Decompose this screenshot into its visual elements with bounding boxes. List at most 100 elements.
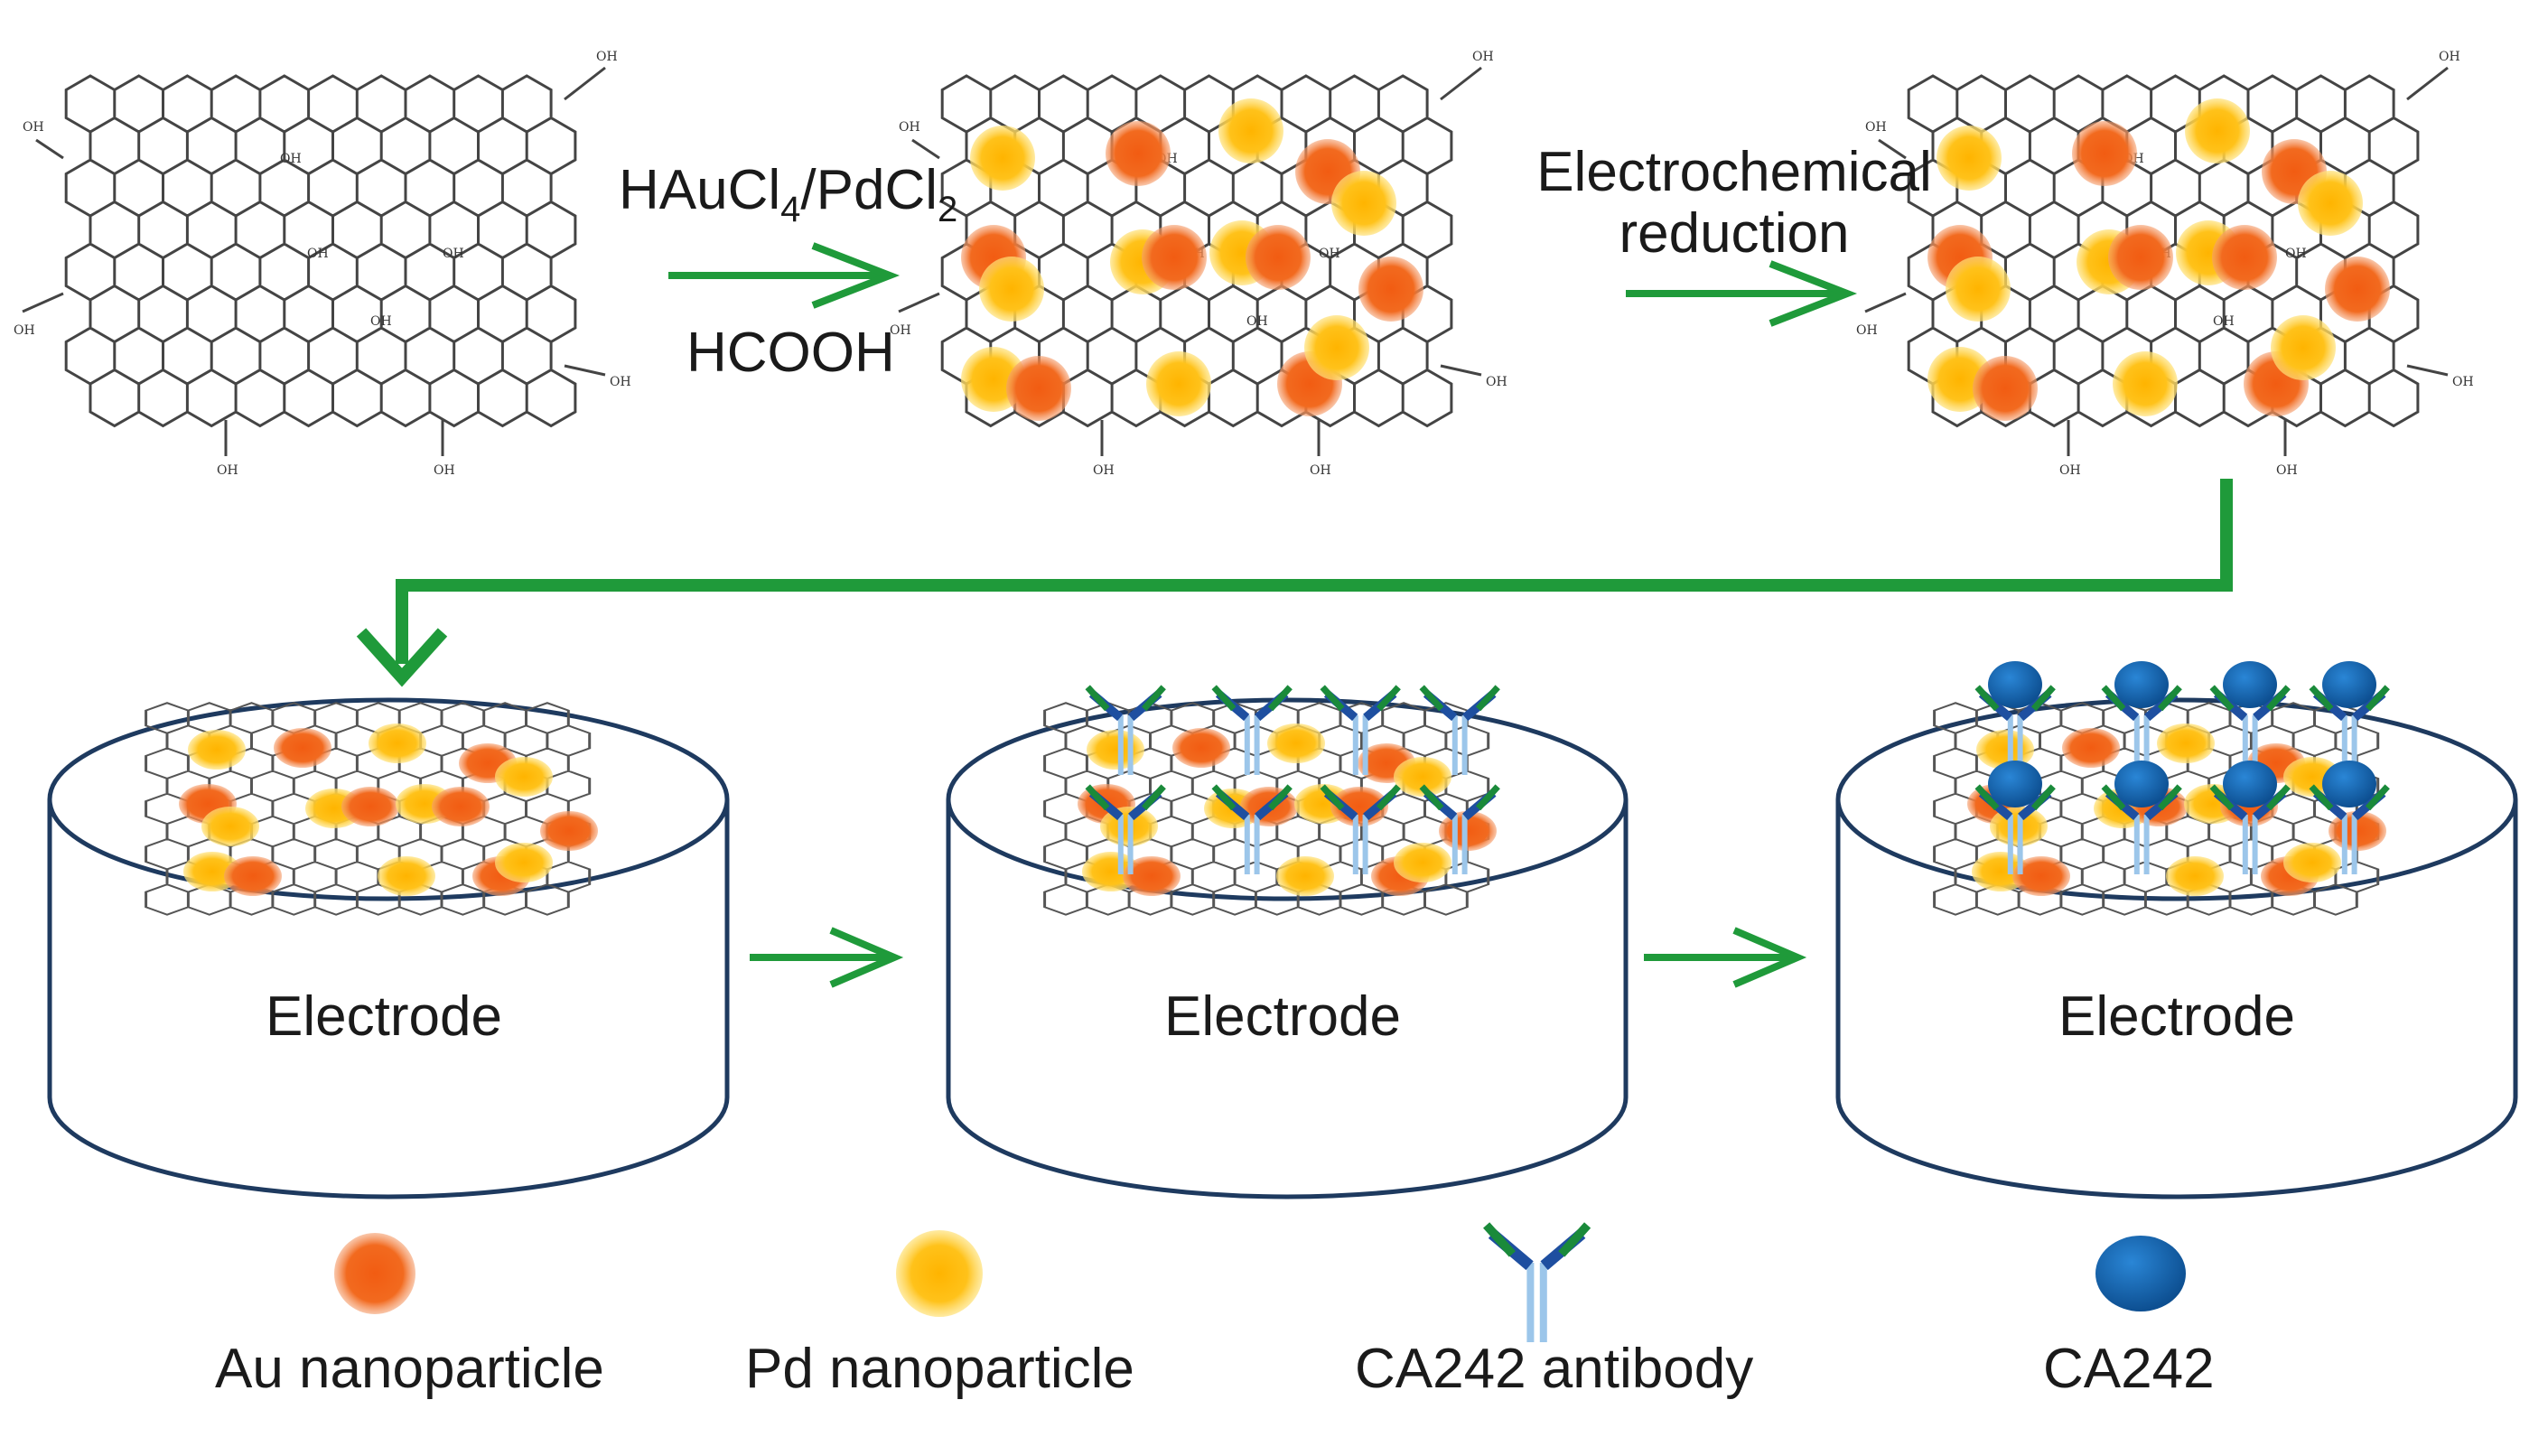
honeycomb-lattice <box>145 702 592 916</box>
au-nanoparticle <box>1246 225 1311 290</box>
functional-group-bond <box>564 66 606 101</box>
arrow-step1 <box>668 242 901 309</box>
pd-nanoparticle <box>201 807 259 846</box>
functional-group-bond <box>2406 364 2449 377</box>
antibody <box>2209 685 2291 775</box>
antibody-arm <box>2209 685 2235 712</box>
antibody-arm <box>1320 685 1345 712</box>
electrode-body <box>47 799 730 1199</box>
au-nanoparticle <box>1330 787 1388 826</box>
legend-antibody-label: CA242 antibody <box>1355 1338 1754 1400</box>
oh-group-label: OH <box>217 463 238 478</box>
reducer-label: HCOOH <box>686 322 895 384</box>
antibody-arm <box>2157 685 2182 712</box>
oh-group-label: OH <box>1472 50 1494 64</box>
ca242-antigen <box>2322 661 2376 708</box>
oh-group-label: OH <box>899 120 920 135</box>
au-nanoparticle <box>432 787 490 826</box>
antibody <box>2309 784 2390 874</box>
pd-nanoparticle <box>2157 723 2215 763</box>
antibody-arm <box>1141 685 1166 712</box>
antibody-arm <box>1376 685 1401 712</box>
functional-group-bond <box>1864 292 1907 313</box>
pd-nanoparticle <box>1394 843 1451 882</box>
antibody-arm <box>1085 685 1110 712</box>
functional-group-bond <box>1440 66 1482 101</box>
electrode-lattice <box>145 702 592 916</box>
antibody-stem <box>2252 815 2258 874</box>
antibody-arm <box>1475 784 1500 811</box>
au-nanoparticle-icon <box>334 1233 415 1314</box>
antibody-stem <box>1352 715 1358 775</box>
au-nanoparticle <box>540 811 598 851</box>
ca242-antigen <box>1988 761 2042 807</box>
antibody <box>1320 784 1401 874</box>
antibody-stem <box>2017 815 2023 874</box>
au-nanoparticle <box>1358 257 1423 322</box>
functional-group-bond <box>35 138 64 160</box>
electrode-body <box>1835 799 2518 1199</box>
pd-nanoparticle <box>188 730 246 770</box>
antibody-stem <box>2242 715 2248 775</box>
pd-nanoparticle <box>1937 126 2002 191</box>
oh-group-label: OH <box>596 50 618 64</box>
antibody-stem <box>2351 815 2357 874</box>
antibody-arm <box>1974 685 2000 712</box>
antibody-stem <box>2007 715 2013 775</box>
ca242-antigen <box>2114 761 2169 807</box>
antibody-stem <box>2017 715 2023 775</box>
honeycomb-lattice <box>1043 702 1490 916</box>
oh-group-label: OH <box>1246 314 1268 329</box>
antibody-arm <box>1483 1222 1516 1257</box>
antibody-stem <box>2133 815 2140 874</box>
antibody-arm <box>1320 784 1345 811</box>
antibody-stem <box>1117 715 1124 775</box>
oh-group-label: OH <box>23 120 44 135</box>
legend-au-label: Au nanoparticle <box>215 1338 604 1400</box>
oh-group-label: OH <box>2452 375 2474 389</box>
functional-group-bond <box>2406 66 2449 101</box>
antibody <box>1974 784 2056 874</box>
au-nanoparticle <box>1123 856 1181 896</box>
step2-line2: reduction <box>1619 202 1850 265</box>
antibody-stem <box>2242 815 2248 874</box>
antibody-stem <box>1539 1263 1547 1342</box>
pd-nanoparticle <box>2283 843 2341 882</box>
oh-group-label: OH <box>443 247 464 261</box>
ca242-antigen <box>2322 761 2376 807</box>
antibody-arm <box>1475 685 1500 712</box>
antibody-arm <box>1211 784 1237 811</box>
pd-nanoparticle <box>1394 757 1451 797</box>
pd-nanoparticle <box>2271 315 2336 380</box>
antibody-arm <box>1558 1222 1591 1257</box>
antibody-arm <box>1376 784 1401 811</box>
au-nanoparticle <box>2062 728 2120 768</box>
pd-nanoparticle <box>495 757 553 797</box>
oh-group-label: OH <box>2439 50 2460 64</box>
functional-group-bond <box>1878 138 1907 160</box>
oh-group-label: OH <box>1319 247 1340 261</box>
legend-pd-label: Pd nanoparticle <box>745 1338 1134 1400</box>
electrode-1 <box>47 697 730 1199</box>
pd-nanoparticle <box>369 723 426 763</box>
antibody-arm <box>1267 685 1293 712</box>
antibody-stem <box>1127 715 1134 775</box>
oh-group-label: OH <box>2276 463 2298 478</box>
antibody <box>1085 685 1166 775</box>
pd-nanoparticle <box>495 843 553 882</box>
ca242-antigen <box>1988 661 2042 708</box>
antibody <box>2101 685 2182 775</box>
pd-nanoparticle <box>2298 171 2363 236</box>
oh-group-label: OH <box>1486 375 1507 389</box>
antibody-arm <box>1141 784 1166 811</box>
antibody-stem <box>2252 715 2258 775</box>
electrode-3 <box>1835 661 2518 1199</box>
au-nanoparticle <box>1106 121 1171 186</box>
pd-nanoparticle <box>970 126 1035 191</box>
arrow-step2 <box>1626 260 1858 327</box>
antibody-arm <box>2309 784 2334 811</box>
antibody-stem <box>2351 715 2357 775</box>
